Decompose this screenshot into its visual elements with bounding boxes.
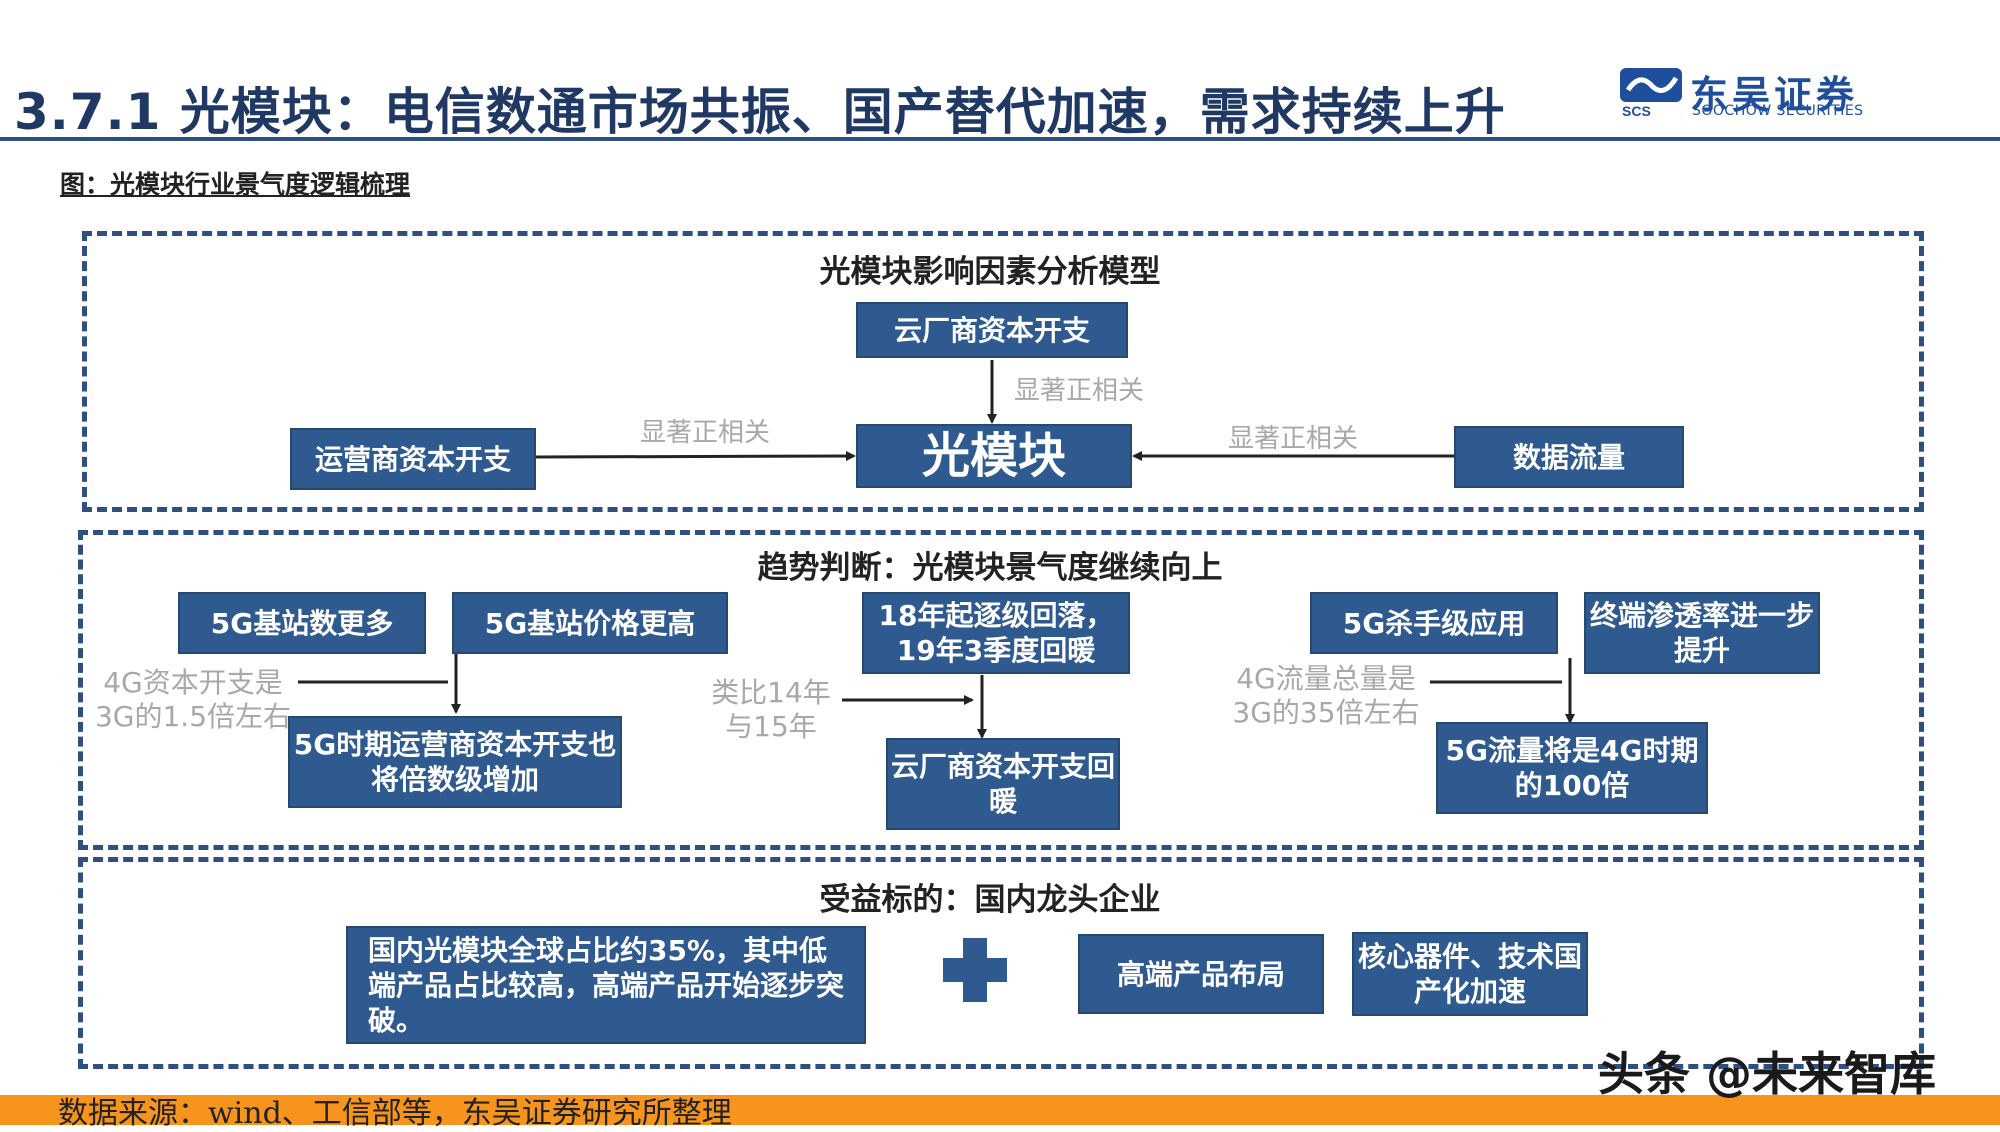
corr-label-top: 显著正相关 xyxy=(1014,376,1145,406)
arrow-operator-to-center xyxy=(535,451,856,462)
watermark: 头条 @未来智库 xyxy=(1598,1047,1937,1101)
5g-operator-capex-box: 5G时期运营商资本开支也将倍数级增加 xyxy=(288,716,622,808)
logo-name: 东吴证券 xyxy=(1690,73,1859,117)
data-traffic-box: 数据流量 xyxy=(1454,426,1684,488)
5g-traffic-box: 5G流量将是4G时期的100倍 xyxy=(1436,722,1708,814)
highend-layout-box: 高端产品布局 xyxy=(1078,934,1324,1014)
source-note: 数据来源：wind、工信部等，东吴证券研究所整理 xyxy=(58,1096,732,1131)
section3-title: 受益标的：国内龙头企业 xyxy=(819,882,1161,918)
figure-caption: 图：光模块行业景气度逻辑梳理 xyxy=(60,170,411,199)
cloud-capex-box: 云厂商资本开支 xyxy=(856,302,1128,358)
5g-price-box: 5G基站价格更高 xyxy=(452,592,728,654)
core-localization-box: 核心器件、技术国产化加速 xyxy=(1352,932,1588,1016)
logo-mark: SCS xyxy=(1622,103,1651,118)
operator-capex-box: 运营商资本开支 xyxy=(290,428,536,490)
cloud-recovery-box: 云厂商资本开支回暖 xyxy=(886,738,1120,830)
killer-app-box: 5G杀手级应用 xyxy=(1310,592,1558,654)
note-analogy: 类比14年与15年 xyxy=(711,676,831,743)
panel-trend xyxy=(78,530,1924,850)
optical-module-box: 光模块 xyxy=(856,424,1132,488)
section1-title: 光模块影响因素分析模型 xyxy=(819,254,1161,290)
decline-recovery-box: 18年起逐级回落，19年3季度回暖 xyxy=(862,592,1130,674)
note-traffic-ratio: 4G流量总量是3G的35倍左右 xyxy=(1232,662,1420,729)
logo-subtitle: SOOCHOW SECURITIES xyxy=(1692,103,1864,119)
terminal-penetration-box: 终端渗透率进一步提升 xyxy=(1584,592,1820,674)
section2-title: 趋势判断：光模块景气度继续向上 xyxy=(757,550,1223,586)
page-title: 3.7.1 光模块：电信数通市场共振、国产替代加速，需求持续上升 xyxy=(14,83,1506,141)
corr-label-left: 显著正相关 xyxy=(640,418,771,448)
market-share-box: 国内光模块全球占比约35%，其中低端产品占比较高，高端产品开始逐步突破。 xyxy=(346,926,866,1044)
panel-beneficiaries xyxy=(78,857,1924,1069)
panel-influence-model xyxy=(82,231,1924,512)
5g-stations-box: 5G基站数更多 xyxy=(178,592,426,654)
plus-icon xyxy=(963,938,987,1002)
title-rule xyxy=(0,137,2000,141)
logo-icon: SCS xyxy=(1620,68,1682,118)
corr-label-right: 显著正相关 xyxy=(1228,424,1359,454)
footer-bar xyxy=(0,1095,2000,1125)
note-capex-ratio: 4G资本开支是3G的1.5倍左右 xyxy=(94,666,292,733)
